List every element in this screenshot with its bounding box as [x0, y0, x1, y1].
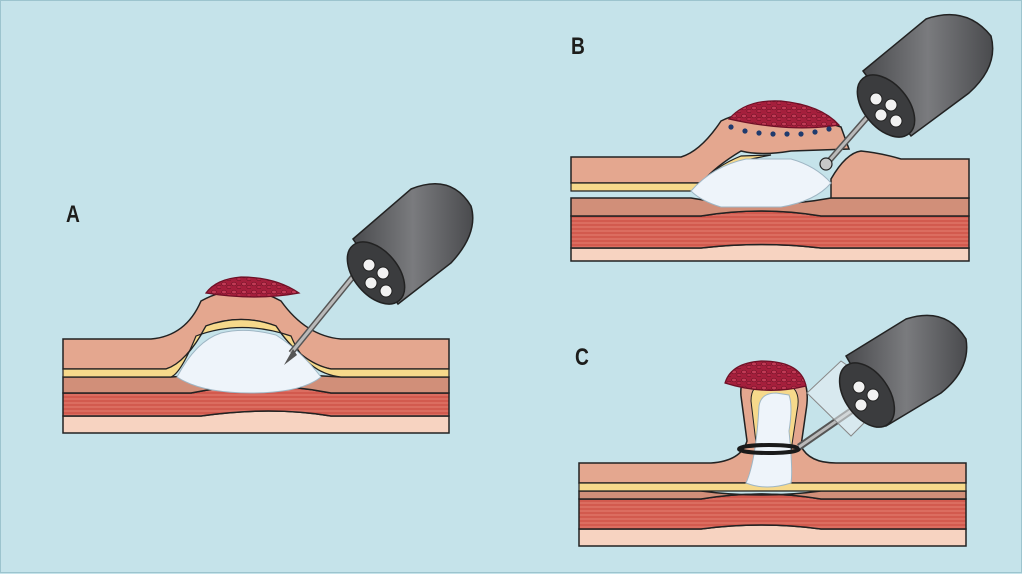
panel-label-a: A	[66, 201, 80, 229]
mucosa-layer-right	[831, 151, 969, 198]
panel-c	[579, 315, 967, 546]
panel-label-b: B	[571, 33, 585, 61]
endoscope-icon	[846, 15, 993, 148]
lesion	[206, 277, 299, 297]
lesion	[725, 361, 806, 390]
tissue-layers-a	[63, 290, 449, 433]
panel-b	[571, 15, 993, 261]
endoscope-icon	[336, 184, 473, 315]
panel-label-c: C	[575, 344, 589, 372]
panel-a	[63, 184, 473, 433]
endoscope-icon	[807, 315, 967, 437]
